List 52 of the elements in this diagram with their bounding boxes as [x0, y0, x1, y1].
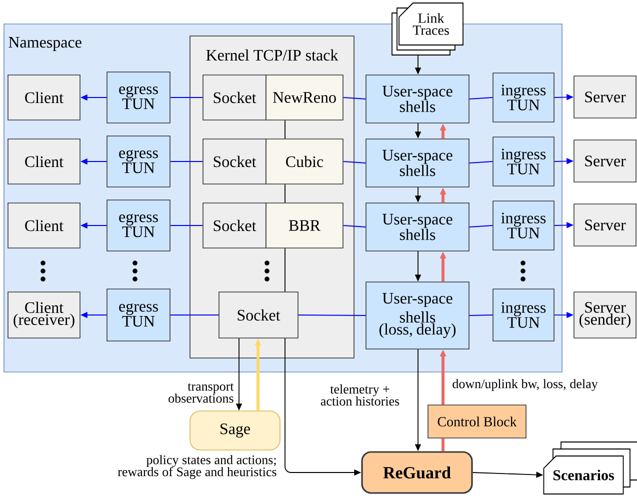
tun-box: egress TUN: [106, 72, 170, 124]
algorithm-box: Cubic: [266, 138, 344, 184]
connector-line: [342, 225, 366, 228]
edge-label: down/uplink bw, loss, delay: [452, 379, 598, 391]
guard-box: ReGuard: [361, 451, 473, 494]
connector-line: [468, 314, 494, 316]
shell-box: User-space shells: [366, 138, 470, 188]
server-box: Server: [574, 140, 636, 182]
tun-box: ingress TUN: [492, 200, 554, 250]
socket-box: Socket: [202, 202, 266, 248]
connector-line: [442, 438, 444, 452]
shell-box: User-space shells (loss, delay): [366, 282, 470, 350]
control-box: Control Block: [428, 404, 526, 438]
tun-box: egress TUN: [106, 200, 170, 252]
tun-box: egress TUN: [106, 136, 170, 188]
connector-line: [468, 225, 494, 228]
connector-line: [170, 225, 204, 226]
edge-label: telemetry + action histories: [320, 384, 400, 406]
connector-line: [170, 97, 204, 98]
document-stack: Scenarios: [543, 442, 637, 494]
client-box: Client: [8, 74, 80, 120]
tun-box: ingress TUN: [492, 288, 554, 342]
connector-line: [170, 161, 204, 162]
connector-line: [342, 97, 366, 100]
connector-line: [170, 314, 220, 316]
connector-line: [342, 161, 366, 164]
connector-line: [468, 161, 494, 164]
socket-box: Socket: [218, 292, 298, 338]
agent-box: Sage: [190, 410, 280, 450]
connector-line: [298, 314, 366, 316]
connector-line: [284, 248, 286, 292]
connector-line: [468, 97, 494, 100]
edge-label: policy states and actions; rewards of Sage and heuristics: [118, 455, 276, 479]
document-stack: Link Traces: [392, 2, 464, 56]
client-box: Client (receiver): [8, 292, 80, 338]
tun-box: egress TUN: [106, 288, 170, 342]
client-box: Client: [8, 138, 80, 184]
tun-box: ingress TUN: [492, 72, 554, 122]
server-box: Server: [574, 204, 636, 246]
connector-line: [284, 120, 286, 140]
client-box: Client: [8, 202, 80, 248]
shell-box: User-space shells: [366, 202, 470, 252]
tun-box: ingress TUN: [492, 136, 554, 186]
connector-line: [284, 184, 286, 204]
algorithm-box: NewReno: [266, 74, 344, 120]
shell-box: User-space shells: [366, 74, 470, 124]
server-box: Server: [574, 76, 636, 118]
socket-box: Socket: [202, 138, 266, 184]
socket-box: Socket: [202, 74, 266, 120]
edge-label: transport observations: [168, 383, 234, 403]
server-box: Server (sender): [574, 292, 636, 338]
algorithm-box: BBR: [266, 202, 344, 248]
